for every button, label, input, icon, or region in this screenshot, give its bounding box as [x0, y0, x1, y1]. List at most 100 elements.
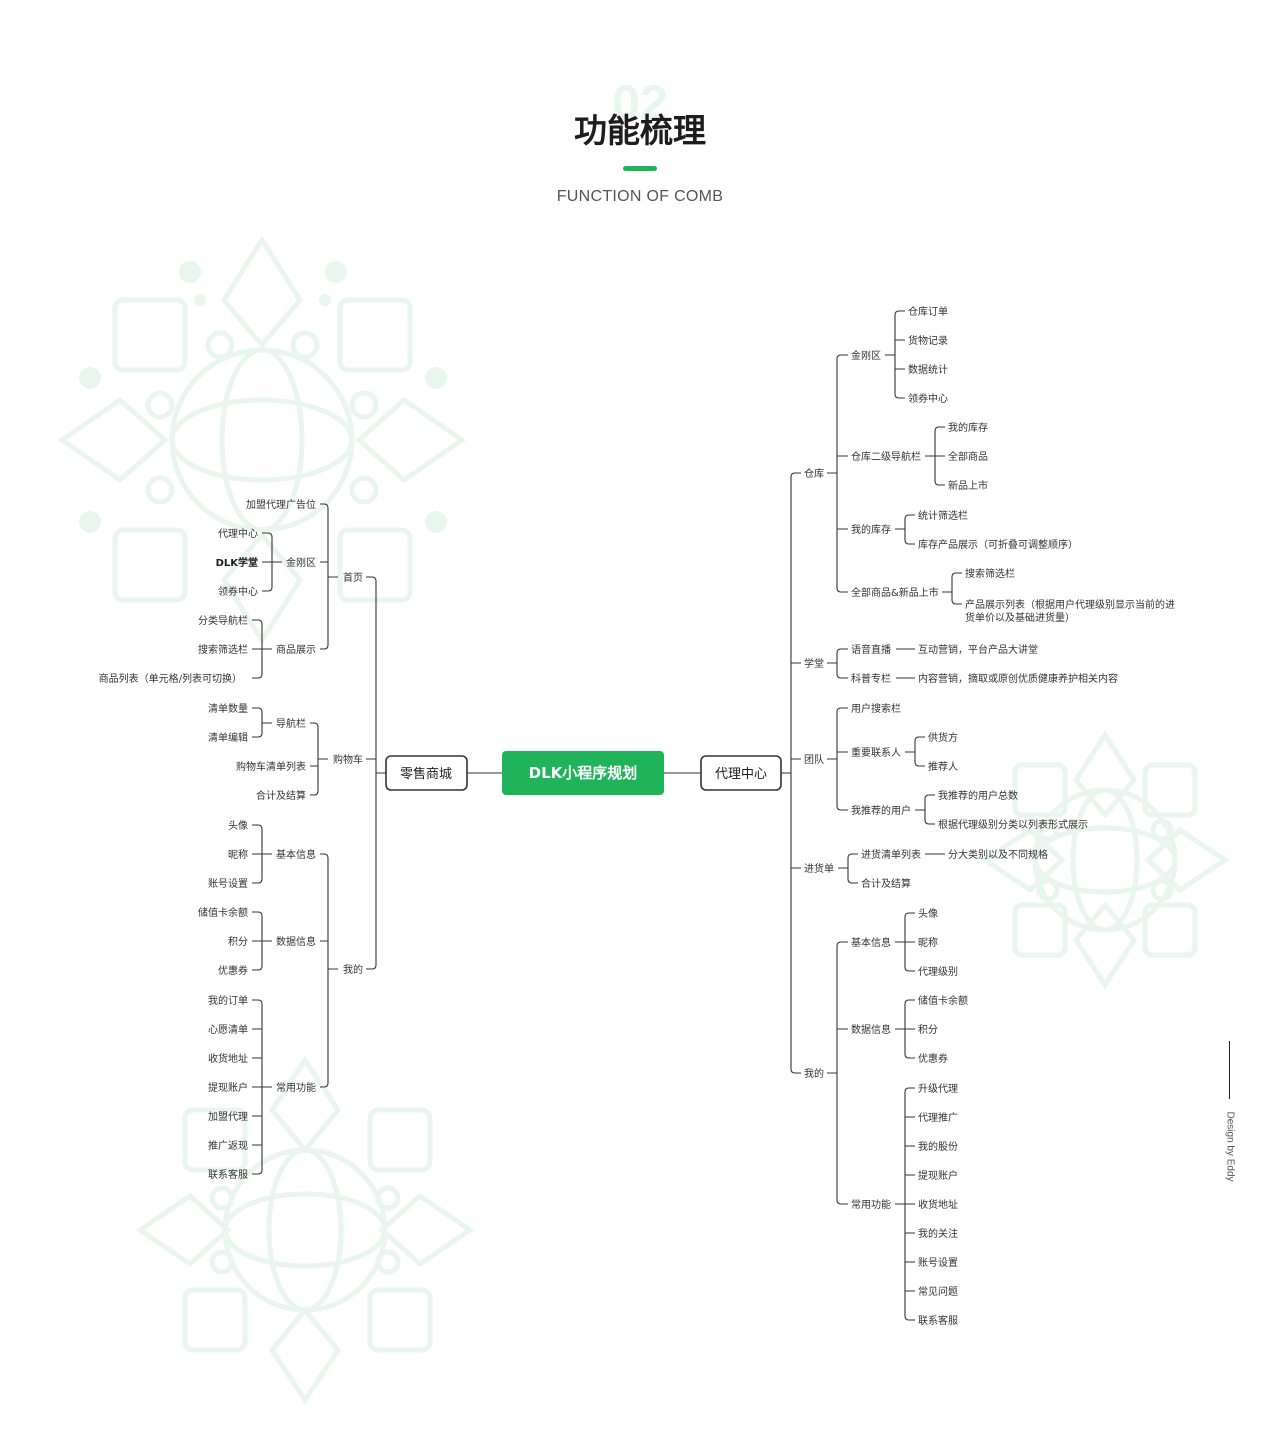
node-purchase-list: 进货清单列表	[861, 848, 921, 861]
node-my-orders: 我的订单	[208, 994, 248, 1007]
node-warehouse: 仓库	[804, 467, 824, 480]
right-labels: 仓库 金刚区 仓库订单 货物记录 数据统计 领券中心 仓库二级导航栏 我的库存 …	[804, 305, 1175, 1327]
node-nickname: 昵称	[228, 848, 248, 861]
node-ad-slot: 加盟代理广告位	[246, 498, 316, 511]
node-voice-live: 语音直播	[851, 643, 891, 656]
node-coupon-center: 领券中心	[908, 392, 948, 405]
node-wh-nav: 仓库二级导航栏	[851, 450, 921, 463]
node-school: 学堂	[804, 657, 824, 670]
node-support: 联系客服	[208, 1168, 248, 1181]
node-coupon: 优惠券	[218, 964, 248, 977]
node-support: 联系客服	[918, 1314, 958, 1327]
node-common: 常用功能	[851, 1198, 891, 1211]
floral-watermark-left-top	[57, 235, 467, 645]
node-data-info: 数据信息	[276, 935, 316, 948]
node-common: 常用功能	[276, 1081, 316, 1094]
node-total: 合计及结算	[256, 789, 306, 802]
node-supplier: 供货方	[928, 731, 958, 744]
node-new-goods: 新品上市	[948, 479, 988, 492]
node-wh-orders: 仓库订单	[908, 305, 948, 318]
node-my-stock-2: 我的库存	[851, 523, 891, 536]
node-referrer: 推荐人	[928, 760, 958, 773]
node-list-edit: 清单编辑	[208, 731, 248, 744]
node-card-balance: 储值卡余额	[198, 906, 248, 919]
title-underline	[623, 166, 657, 171]
node-agent-center: 代理中心	[218, 527, 258, 540]
node-list-qty: 清单数量	[208, 702, 248, 715]
node-data-stats: 数据统计	[908, 363, 948, 376]
floral-watermark-dots-left	[79, 261, 447, 533]
node-search-filter: 搜索筛选栏	[965, 567, 1015, 580]
left-labels: 首页 加盟代理广告位 金刚区 代理中心 DLK学堂 领券中心 商品展示 分类导航…	[99, 498, 363, 1181]
node-agent-level: 代理级别	[918, 966, 958, 978]
root-label: DLK小程序规划	[529, 764, 638, 782]
node-basic-info: 基本信息	[276, 848, 316, 861]
node-follows: 我的关注	[918, 1227, 958, 1240]
node-coupon-center: 领券中心	[218, 585, 258, 598]
node-science-desc: 内容营销，摘取或原创优质健康养护相关内容	[918, 672, 1118, 685]
node-stock-display: 库存产品展示（可折叠可调整顺序）	[918, 538, 1078, 551]
page-subtitle: FUNCTION OF COMB	[556, 188, 724, 205]
node-mine: 我的	[804, 1067, 824, 1080]
node-faq: 常见问题	[918, 1285, 958, 1298]
node-cart-list: 购物车清单列表	[236, 760, 306, 773]
node-account-settings: 账号设置	[208, 878, 248, 890]
node-purchase-list-desc: 分大类别以及不同规格	[948, 848, 1048, 861]
node-coupon: 优惠券	[918, 1052, 948, 1065]
node-ref-list: 根据代理级别分类以列表形式展示	[938, 818, 1088, 831]
branch-node-agent: 代理中心	[700, 755, 782, 791]
node-stat-filter: 统计筛选栏	[918, 509, 968, 522]
node-withdraw: 提现账户	[918, 1169, 958, 1182]
node-all-new: 全部商品&新品上市	[851, 586, 939, 599]
node-user-search: 用户搜索栏	[851, 702, 901, 715]
node-jingang: 金刚区	[851, 349, 881, 362]
node-avatar: 头像	[228, 820, 248, 832]
node-goods-show: 商品展示	[276, 643, 316, 656]
node-promote: 代理推广	[918, 1111, 958, 1124]
node-navbar: 导航栏	[276, 717, 306, 730]
node-withdraw: 提现账户	[208, 1081, 248, 1094]
node-dlk-school: DLK学堂	[216, 556, 258, 569]
node-address: 收货地址	[208, 1052, 248, 1065]
credit-divider	[1229, 1041, 1230, 1099]
mind-map-connectors	[252, 310, 962, 1321]
design-credit: Design by Eddy	[1221, 1041, 1237, 1195]
branch-label-retail: 零售商城	[400, 766, 452, 782]
node-science: 科普专栏	[851, 672, 891, 685]
node-ref-total: 我推荐的用户总数	[938, 789, 1018, 802]
node-address: 收货地址	[918, 1198, 958, 1211]
page-header: 02 功能梳理 FUNCTION OF COMB	[0, 0, 1280, 230]
floral-watermark-right	[980, 730, 1230, 990]
node-wishlist: 心愿清单	[208, 1023, 248, 1036]
node-team: 团队	[804, 753, 824, 766]
node-contacts: 重要联系人	[851, 746, 901, 759]
node-purchase-total: 合计及结算	[861, 877, 911, 890]
node-goods-list: 商品列表（单元格/列表可切换）	[99, 672, 242, 685]
node-my-referrals: 我推荐的用户	[851, 804, 911, 817]
node-upgrade: 升级代理	[918, 1083, 958, 1095]
node-search-filter: 搜索筛选栏	[198, 643, 248, 656]
branch-node-retail: 零售商城	[385, 755, 468, 791]
node-mine: 我的	[343, 963, 363, 976]
node-cart: 购物车	[333, 753, 363, 766]
node-all-goods: 全部商品	[948, 450, 988, 463]
node-card-balance: 储值卡余额	[918, 994, 968, 1007]
node-points: 积分	[228, 936, 248, 948]
node-nickname: 昵称	[918, 936, 938, 949]
node-product-list-line1: 产品展示列表（根据用户代理级别显示当前的进	[965, 598, 1175, 611]
node-voice-live-desc: 互动营销，平台产品大讲堂	[918, 643, 1038, 656]
node-purchase: 进货单	[804, 862, 834, 875]
floral-watermark-left-bottom	[135, 1055, 475, 1405]
node-data-info: 数据信息	[851, 1023, 891, 1036]
root-node: DLK小程序规划	[502, 751, 664, 795]
node-jingang: 金刚区	[286, 556, 316, 569]
node-category-nav: 分类导航栏	[198, 614, 248, 627]
node-basic-info: 基本信息	[851, 936, 891, 949]
node-account-settings: 账号设置	[918, 1257, 958, 1269]
node-points: 积分	[918, 1024, 938, 1036]
node-home: 首页	[343, 571, 363, 584]
node-product-list-line2: 货单价以及基础进货量）	[965, 611, 1075, 624]
branch-label-agent: 代理中心	[715, 767, 767, 782]
node-join-agent: 加盟代理	[208, 1111, 248, 1123]
